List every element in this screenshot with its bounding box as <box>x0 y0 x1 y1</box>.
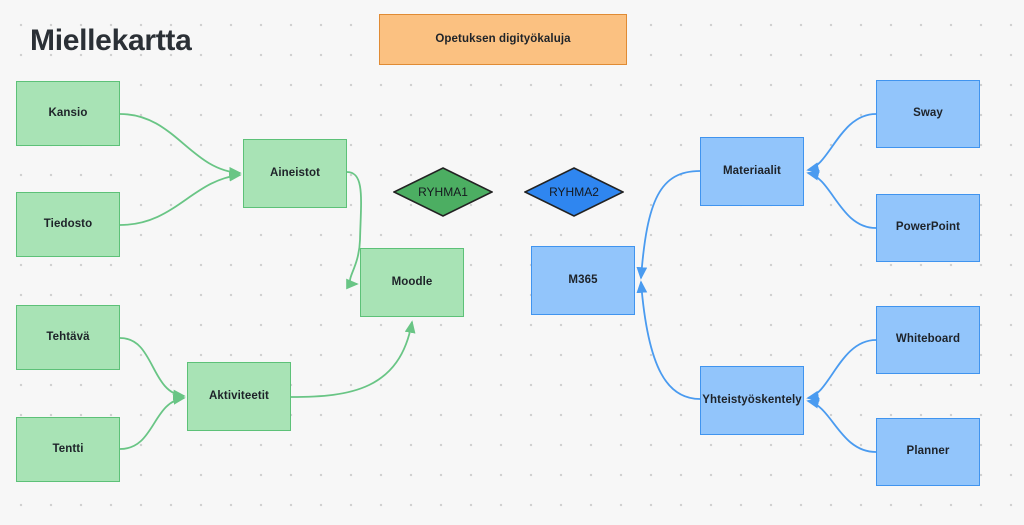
edge-aktiviteetit-to-moodle <box>290 320 416 398</box>
node-label-materiaalit: Materiaalit <box>723 164 781 177</box>
node-ryhma1[interactable]: RYHMA1 <box>393 167 493 217</box>
node-whiteboard[interactable]: Whiteboard <box>876 306 980 374</box>
edge-sway-to-materiaalit <box>806 113 877 173</box>
node-label-sway: Sway <box>913 107 943 120</box>
node-label-planner: Planner <box>906 445 950 458</box>
node-label-moodle: Moodle <box>391 275 433 288</box>
node-label-powerpoint: PowerPoint <box>895 221 961 234</box>
diamond-shape-icon <box>393 167 493 217</box>
edge-materiaalit-to-m365 <box>636 170 701 280</box>
node-tentti[interactable]: Tentti <box>16 417 120 482</box>
node-aktiviteetit[interactable]: Aktiviteetit <box>187 362 291 431</box>
node-label-tentti: Tentti <box>52 442 84 455</box>
node-powerpoint[interactable]: PowerPoint <box>876 194 980 262</box>
node-label-yhteistyoskentely: Yhteistyöskentely <box>702 393 802 406</box>
edge-kansio-to-aineistot <box>119 113 242 178</box>
node-kansio[interactable]: Kansio <box>16 81 120 146</box>
node-ryhma2[interactable]: RYHMA2 <box>524 167 624 217</box>
node-planner[interactable]: Planner <box>876 418 980 486</box>
node-label-kansio: Kansio <box>48 106 88 119</box>
node-label-opetuksen: Opetuksen digityökaluja <box>435 32 571 45</box>
edge-aineistot-to-moodle <box>346 171 362 290</box>
node-opetuksen[interactable]: Opetuksen digityökaluja <box>379 14 627 65</box>
edge-planner-to-yhteistyoskentely <box>806 397 877 453</box>
edge-tehtava-to-aktiviteetit <box>119 337 186 401</box>
diamond-shape-icon <box>524 167 624 217</box>
node-tiedosto[interactable]: Tiedosto <box>16 192 120 257</box>
node-label-ryhma2: RYHMA2 <box>549 185 599 199</box>
node-label-tiedosto: Tiedosto <box>43 217 93 230</box>
node-label-tehtava: Tehtävä <box>46 330 90 343</box>
node-materiaalit[interactable]: Materiaalit <box>700 137 804 206</box>
node-label-aineistot: Aineistot <box>269 166 321 179</box>
node-moodle[interactable]: Moodle <box>360 248 464 317</box>
node-tehtava[interactable]: Tehtävä <box>16 305 120 370</box>
node-label-aktiviteetit: Aktiviteetit <box>209 389 269 402</box>
node-yhteistyoskentely[interactable]: Yhteistyöskentely <box>700 366 804 435</box>
page-title: Miellekartta <box>30 24 192 57</box>
node-label-m365: M365 <box>568 273 598 286</box>
edge-tiedosto-to-aineistot <box>119 170 242 226</box>
node-label-ryhma1: RYHMA1 <box>418 185 468 199</box>
edge-tentti-to-aktiviteetit <box>119 393 186 450</box>
node-m365[interactable]: M365 <box>531 246 635 315</box>
node-label-whiteboard: Whiteboard <box>895 333 961 346</box>
node-aineistot[interactable]: Aineistot <box>243 139 347 208</box>
node-sway[interactable]: Sway <box>876 80 980 148</box>
edge-yhteistyoskentely-to-m365 <box>636 280 701 400</box>
edge-whiteboard-to-yhteistyoskentely <box>806 339 877 402</box>
edge-powerpoint-to-materiaalit <box>806 169 877 229</box>
